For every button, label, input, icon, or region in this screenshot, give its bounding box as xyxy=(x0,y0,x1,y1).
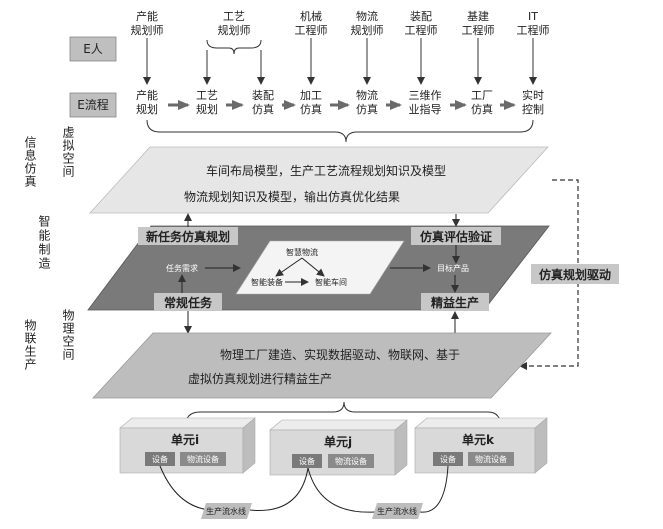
svg-text:规划: 规划 xyxy=(196,102,218,116)
svg-text:加工: 加工 xyxy=(300,89,322,102)
svg-text:物流规划知识及模型，输出仿真优化结果: 物流规划知识及模型，输出仿真优化结果 xyxy=(184,189,400,204)
svg-text:常规任务: 常规任务 xyxy=(164,295,213,310)
svg-text:产能: 产能 xyxy=(136,9,158,23)
process-capacity-planning: 产能 规划 xyxy=(136,88,158,116)
svg-text:工厂: 工厂 xyxy=(471,89,493,102)
svg-text:物流设备: 物流设备 xyxy=(475,454,507,464)
role-assembly-engineer: 装配 工程师 xyxy=(405,10,438,37)
svg-text:仿真评估验证: 仿真评估验证 xyxy=(420,229,492,244)
production-line-curves xyxy=(159,465,449,513)
svg-text:物流: 物流 xyxy=(356,9,378,23)
lean-production-box: 精益生产 xyxy=(421,293,489,311)
units-brace xyxy=(184,401,502,429)
svg-text:物流: 物流 xyxy=(356,88,378,102)
svg-text:IT: IT xyxy=(528,10,538,23)
virtual-side-label-a: 信息仿真 xyxy=(23,136,37,188)
physical-side-label-b: 物理空间 xyxy=(61,309,75,361)
svg-text:控制: 控制 xyxy=(522,102,544,116)
svg-text:工艺: 工艺 xyxy=(223,10,245,23)
unit-k-block: 单元k 设备 物流设备 xyxy=(414,417,548,474)
svg-text:设备: 设备 xyxy=(299,456,315,466)
svg-text:设备: 设备 xyxy=(152,454,168,464)
production-line-label-2: 生产流水线 xyxy=(372,503,423,519)
svg-text:物流设备: 物流设备 xyxy=(187,454,219,464)
new-task-sim-planning-box: 新任务仿真规划 xyxy=(138,227,238,245)
e-people-label: E人 xyxy=(69,36,117,62)
smart-assembly-label: 智能装备 xyxy=(251,277,283,287)
svg-text:业指导: 业指导 xyxy=(409,102,442,116)
svg-text:单元i: 单元i xyxy=(171,432,199,447)
role-mechanical-engineer: 机械 工程师 xyxy=(295,9,328,37)
process-logistics-sim: 物流 仿真 xyxy=(356,88,378,116)
process-brace xyxy=(146,119,534,143)
svg-text:工程师: 工程师 xyxy=(517,24,550,37)
svg-text:车间布局模型，生产工艺流程规划知识及模型: 车间布局模型，生产工艺流程规划知识及模型 xyxy=(206,163,446,178)
role-to-process-arrows xyxy=(143,38,537,85)
svg-text:仿真: 仿真 xyxy=(252,102,274,116)
sim-driver-loop xyxy=(519,179,579,370)
svg-text:基建: 基建 xyxy=(467,9,489,23)
svg-text:E流程: E流程 xyxy=(77,97,109,112)
role-it-engineer: IT 工程师 xyxy=(517,10,550,37)
smart-workshop-label: 智能车间 xyxy=(315,277,347,287)
process-machining-sim: 加工 仿真 xyxy=(300,89,322,116)
svg-text:工程师: 工程师 xyxy=(462,24,495,37)
unit-j-block: 单元j 设备 物流设备 xyxy=(269,419,408,476)
physical-side-label-a: 物联生产 xyxy=(23,319,37,371)
svg-text:仿真: 仿真 xyxy=(471,102,493,116)
virtual-space-plane: 车间布局模型，生产工艺流程规划知识及模型 物流规划知识及模型，输出仿真优化结果 xyxy=(89,146,549,214)
task-demand-label: 任务需求 xyxy=(166,263,198,273)
svg-text:仿真: 仿真 xyxy=(300,102,322,116)
sim-evaluation-box: 仿真评估验证 xyxy=(411,227,501,245)
svg-text:仿真: 仿真 xyxy=(356,102,378,116)
unit-i-block: 单元i 设备 物流设备 xyxy=(119,417,256,474)
svg-text:生产流水线: 生产流水线 xyxy=(206,506,246,516)
production-line-label-1: 生产流水线 xyxy=(201,503,252,519)
sim-driver-box: 仿真规划驱动 xyxy=(531,264,619,284)
routine-task-box: 常规任务 xyxy=(154,293,222,311)
svg-text:三维作: 三维作 xyxy=(409,89,442,102)
role-logistics-planner: 物流 规划师 xyxy=(351,9,384,37)
svg-text:产能: 产能 xyxy=(136,88,158,102)
process-factory-sim: 工厂 仿真 xyxy=(471,89,493,116)
svg-text:虚拟仿真规划进行精益生产: 虚拟仿真规划进行精益生产 xyxy=(188,371,332,386)
target-product-label: 目标产品 xyxy=(437,263,469,273)
svg-text:工程师: 工程师 xyxy=(295,24,328,37)
svg-text:设备: 设备 xyxy=(440,454,456,464)
physical-space-plane: 物理工厂建造、实现数据驱动、物联网、基于 虚拟仿真规划进行精益生产 xyxy=(92,332,552,399)
role-infrastructure-engineer: 基建 工程师 xyxy=(462,9,495,37)
svg-text:机械: 机械 xyxy=(300,9,322,23)
smart-side-label: 智能制造 xyxy=(37,214,51,271)
svg-text:规划师: 规划师 xyxy=(131,23,164,37)
process-assembly-sim: 装配 仿真 xyxy=(252,89,274,116)
svg-text:实时: 实时 xyxy=(522,88,544,102)
svg-text:仿真规划驱动: 仿真规划驱动 xyxy=(539,267,611,282)
role-capacity-planner: 产能 规划师 xyxy=(131,9,164,37)
svg-text:物流设备: 物流设备 xyxy=(335,456,367,466)
svg-text:装配: 装配 xyxy=(252,89,274,102)
svg-text:规划师: 规划师 xyxy=(351,23,384,37)
svg-text:E人: E人 xyxy=(83,42,103,56)
svg-text:装配: 装配 xyxy=(410,10,432,23)
role-process-planner: 工艺 规划师 xyxy=(218,10,251,37)
process-realtime-control: 实时 控制 xyxy=(522,88,544,116)
svg-text:规划: 规划 xyxy=(136,102,158,116)
e-process-label: E流程 xyxy=(69,92,117,118)
svg-text:物理工厂建造、实现数据驱动、物联网、基于: 物理工厂建造、实现数据驱动、物联网、基于 xyxy=(220,347,460,362)
process-3d-work-guide: 三维作 业指导 xyxy=(409,89,442,116)
svg-text:精益生产: 精益生产 xyxy=(431,295,479,310)
svg-text:生产流水线: 生产流水线 xyxy=(377,506,417,516)
svg-text:工程师: 工程师 xyxy=(405,24,438,37)
svg-text:工艺: 工艺 xyxy=(196,89,218,102)
virtual-side-label-b: 虚拟空间 xyxy=(61,126,75,178)
process-process-planning: 工艺 规划 xyxy=(196,89,218,116)
smart-logistics-label: 智慧物流 xyxy=(286,247,318,257)
smart-layer-arrows xyxy=(178,213,460,334)
svg-text:单元j: 单元j xyxy=(324,434,352,449)
svg-text:规划师: 规划师 xyxy=(218,23,251,37)
svg-text:单元k: 单元k xyxy=(462,432,495,447)
svg-text:新任务仿真规划: 新任务仿真规划 xyxy=(146,229,230,244)
inner-smart-plane xyxy=(235,240,405,295)
